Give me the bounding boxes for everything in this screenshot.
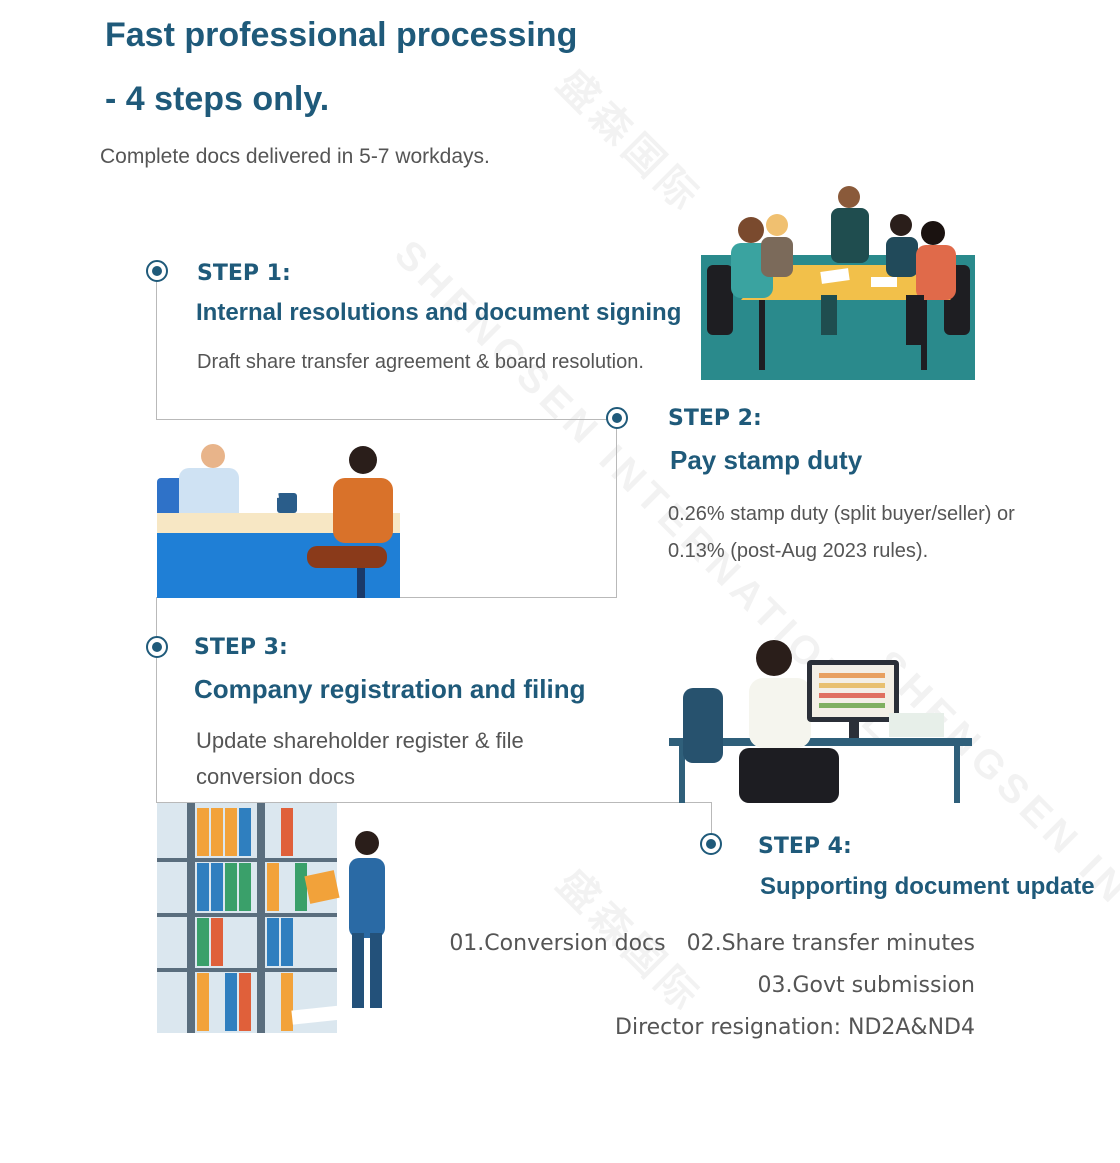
watermark-text: 盛森国际 — [548, 61, 710, 223]
step-3-label: STEP 3: — [194, 635, 288, 660]
connector-line — [156, 597, 157, 803]
step-2-marker — [606, 407, 628, 429]
connector-line — [156, 419, 617, 420]
step-2-label: STEP 2: — [668, 406, 762, 431]
step-1-label: STEP 1: — [197, 261, 291, 286]
step-4-item: 03.Govt submission — [757, 973, 976, 998]
counter-payment-illustration — [157, 438, 400, 598]
archive-shelves-illustration — [157, 803, 397, 1033]
step-4-heading: Supporting document update — [760, 873, 1095, 900]
page-title: Fast professional processing — [105, 16, 578, 54]
page-subtitle: Complete docs delivered in 5-7 workdays. — [100, 145, 490, 168]
step-2-description-line1: 0.26% stamp duty (split buyer/seller) or — [668, 503, 1015, 525]
step-4-marker — [700, 833, 722, 855]
step-3-description-line2: conversion docs — [196, 764, 355, 789]
meeting-illustration — [701, 185, 975, 380]
step-1-description: Draft share transfer agreement & board r… — [197, 351, 644, 373]
connector-line — [711, 802, 712, 844]
step-4-item: Director resignation: ND2A&ND4 — [615, 1015, 975, 1040]
step-1-heading: Internal resolutions and document signin… — [196, 299, 682, 326]
computer-work-illustration — [669, 628, 972, 803]
step-3-heading: Company registration and filing — [194, 674, 586, 704]
connector-line — [156, 281, 157, 419]
step-1-marker — [146, 260, 168, 282]
page-title-line2: - 4 steps only. — [105, 80, 330, 118]
connector-line — [156, 802, 712, 803]
step-4-label: STEP 4: — [758, 834, 852, 859]
step-2-heading: Pay stamp duty — [670, 445, 863, 475]
connector-line — [616, 419, 617, 598]
step-4-item: 01.Conversion docs 02.Share transfer min… — [449, 931, 975, 956]
step-2-description-line2: 0.13% (post-Aug 2023 rules). — [668, 540, 929, 562]
step-3-marker — [146, 636, 168, 658]
step-3-description-line1: Update shareholder register & file — [196, 728, 524, 753]
